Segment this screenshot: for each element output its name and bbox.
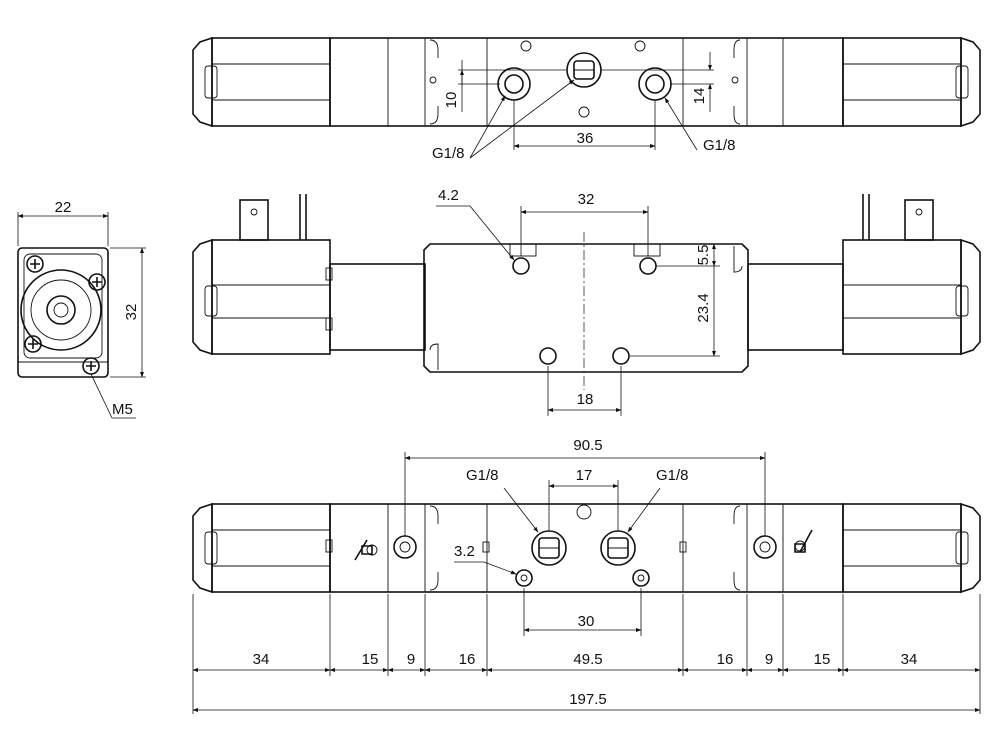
end-thread-label: M5 — [112, 401, 133, 418]
seg-9: 34 — [901, 651, 918, 668]
seg-6: 16 — [717, 651, 734, 668]
middle-dim-bottom-spacing: 18 — [577, 391, 594, 408]
total-length: 197.5 — [569, 691, 607, 708]
seg-4: 16 — [459, 651, 476, 668]
end-dim-height: 32 — [123, 304, 140, 321]
bottom-dim-hole-spacing: 30 — [578, 613, 595, 630]
seg-5: 49.5 — [573, 651, 602, 668]
middle-view: 32 4.2 18 5.5 23.4 — [192, 187, 981, 416]
top-dim-height-left: 10 — [443, 92, 460, 109]
middle-dim-vertical-large: 23.4 — [695, 293, 712, 322]
bottom-dim-mount: 90.5 — [573, 437, 602, 454]
middle-dim-hole-dia: 4.2 — [438, 187, 459, 204]
top-dim-height-right: 14 — [691, 88, 708, 105]
middle-dim-vertical-small: 5.5 — [695, 245, 712, 266]
seg-7: 9 — [765, 651, 773, 668]
seg-1: 34 — [253, 651, 270, 668]
middle-dim-top-spacing: 32 — [578, 191, 595, 208]
end-view: 22 32 M5 — [17, 199, 146, 419]
top-port-label-right: G1/8 — [703, 137, 736, 154]
top-dim-port-spacing: 36 — [577, 130, 594, 147]
chain-dimension-row: 34 15 9 16 49.5 16 9 15 34 197.5 — [192, 594, 981, 714]
bottom-port-label-right: G1/8 — [656, 467, 689, 484]
bottom-port-label-left: G1/8 — [466, 467, 499, 484]
end-dim-width: 22 — [55, 199, 72, 216]
seg-3: 9 — [407, 651, 415, 668]
top-port-label-left: G1/8 — [432, 145, 465, 162]
seg-8: 15 — [814, 651, 831, 668]
seg-2: 15 — [362, 651, 379, 668]
bottom-dim-hole-dia: 3.2 — [454, 543, 475, 560]
bottom-view: 90.5 17 G1/8 G1/8 3.2 30 — [192, 437, 981, 714]
bottom-dim-port-spacing: 17 — [576, 467, 593, 484]
top-view: 36 10 14 G1/8 G1/8 — [192, 36, 981, 162]
